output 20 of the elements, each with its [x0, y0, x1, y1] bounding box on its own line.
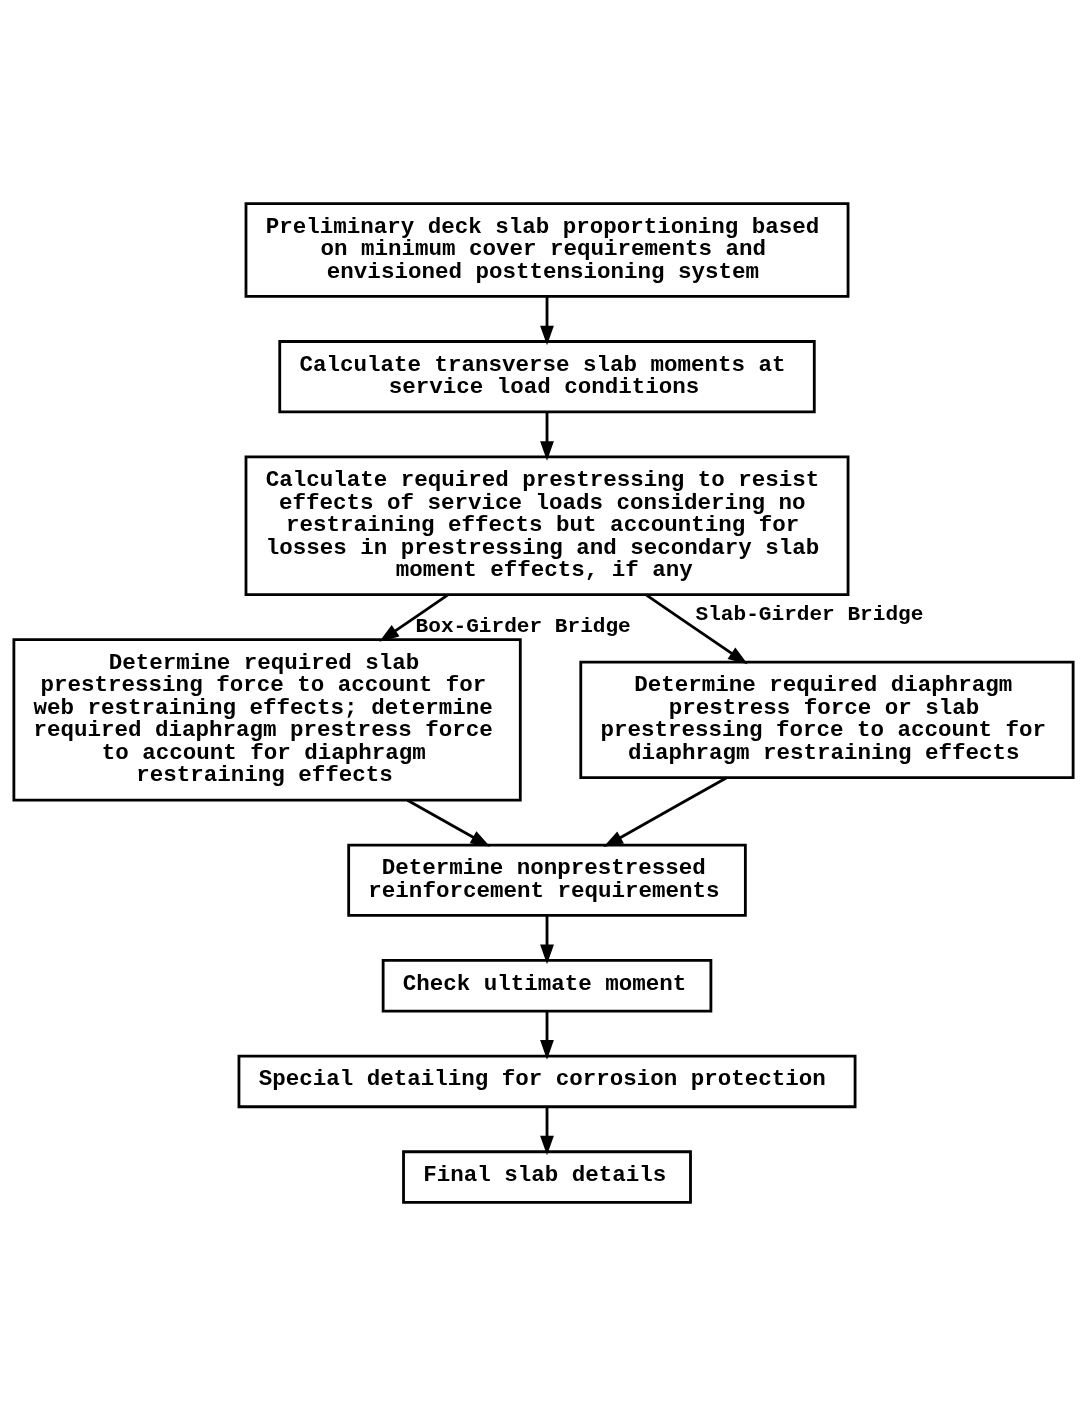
- node-box: Check ultimate moment: [381, 959, 713, 1013]
- arrow: [540, 296, 554, 346]
- arrow: [645, 593, 748, 665]
- node-box: Determine required diaphragm prestress force or slab prestressing force to account for diaphragm restraining effects: [579, 660, 1075, 779]
- edge-label: Box-Girder Bridge: [415, 614, 631, 639]
- node-box: Calculate required prestressing to resist effects of service loads considering no restraining effects but accounting for losses in prestressing and secondary slab moment effects, if any: [244, 455, 850, 597]
- arrow: [406, 799, 491, 847]
- arrow: [540, 1011, 554, 1060]
- node-box: Final slab details: [402, 1150, 692, 1204]
- arrow: [540, 412, 554, 461]
- edge-label: Slab-Girder Bridge: [695, 602, 924, 627]
- node-box: Determine required slab prestressing force to account for web restraining effects; determine required diaphragm prestress force to account for diaphragm restraining effects: [12, 638, 522, 802]
- node-box: Preliminary deck slab proportioning based on minimum cover requirements and envisioned posttensioning system: [244, 202, 850, 298]
- arrow: [379, 593, 449, 642]
- arrow: [603, 776, 728, 848]
- node-box: Calculate transverse slab moments at service load conditions: [278, 340, 816, 414]
- arrow: [540, 1107, 554, 1156]
- node-box: Determine nonprestressed reinforcement requirements: [347, 843, 747, 917]
- node-box: Special detailing for corrosion protection: [237, 1054, 857, 1109]
- arrow: [540, 915, 554, 965]
